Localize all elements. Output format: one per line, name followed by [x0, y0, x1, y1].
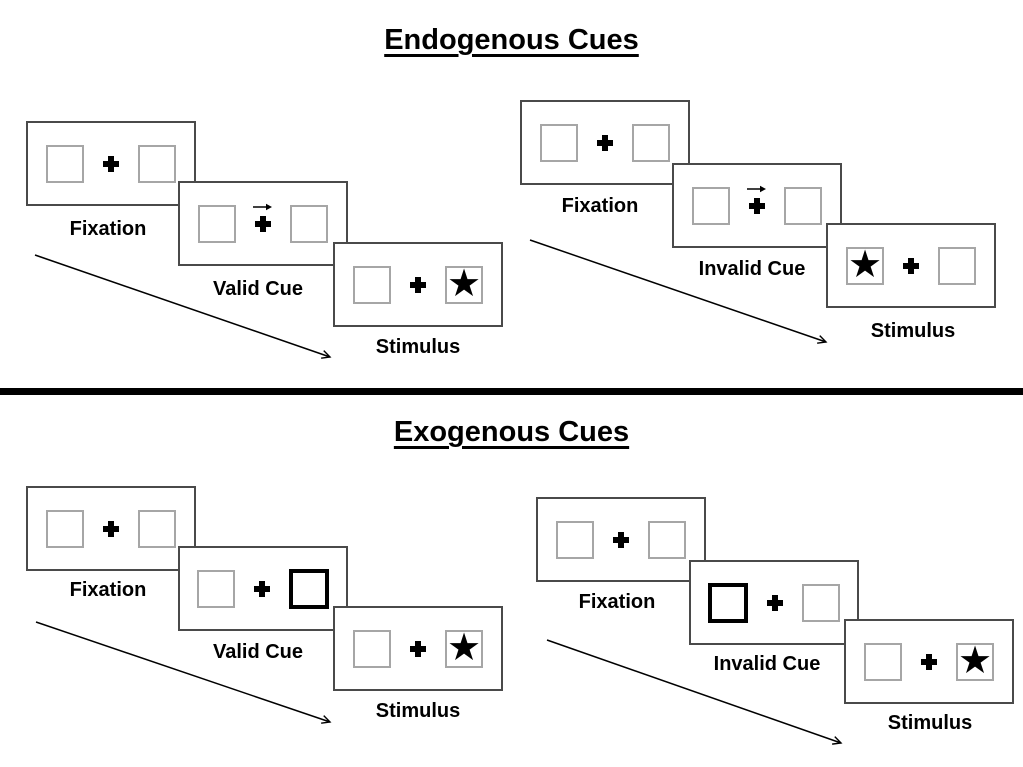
fixation-label: Fixation	[69, 218, 147, 240]
fixation-cross-icon	[613, 531, 629, 548]
right-placeholder-box	[784, 186, 822, 225]
right-placeholder-box	[138, 144, 176, 183]
left-placeholder-box	[353, 629, 391, 668]
fixation-cross-icon	[103, 155, 119, 172]
fixation-panel	[26, 486, 196, 571]
cue-label: Valid Cue	[212, 641, 304, 663]
fixation-cross-icon	[410, 640, 426, 657]
fixation-panel	[26, 121, 196, 206]
section-title-endogenous: Endogenous Cues	[0, 24, 1023, 57]
stimulus-panel: ★	[826, 223, 996, 308]
star-icon: ★	[446, 626, 482, 669]
stimulus-label: Stimulus	[375, 700, 461, 722]
fixation-cross-icon	[254, 580, 270, 597]
right-placeholder-box	[290, 204, 328, 243]
stimulus-label: Stimulus	[887, 712, 973, 734]
fixation-cross-icon	[410, 276, 426, 293]
section-divider	[0, 388, 1023, 395]
cue-label: Invalid Cue	[698, 258, 806, 280]
fixation-cross-icon	[903, 257, 919, 274]
fixation-label: Fixation	[578, 591, 656, 613]
cue-panel	[689, 560, 859, 645]
cue-label: Invalid Cue	[713, 653, 821, 675]
cue-label: Valid Cue	[212, 278, 304, 300]
star-icon: ★	[957, 639, 993, 682]
right-placeholder-box	[138, 509, 176, 548]
cue-panel	[672, 163, 842, 248]
fixation-cross-icon	[253, 203, 272, 232]
left-placeholder-box	[198, 204, 236, 243]
stimulus-panel: ★	[844, 619, 1014, 704]
cue-panel	[178, 546, 348, 631]
timeline-arrow-exogenous-valid	[35, 621, 332, 724]
left-placeholder-box	[540, 123, 578, 162]
left-placeholder-box	[556, 520, 594, 559]
timeline-arrow-endogenous-valid	[34, 254, 332, 359]
fixation-cross-icon	[597, 134, 613, 151]
section-title-exogenous: Exogenous Cues	[0, 416, 1023, 449]
left-placeholder-box	[864, 642, 902, 681]
fixation-cross-icon	[747, 185, 766, 214]
stimulus-panel: ★	[333, 242, 503, 327]
fixation-cross-icon	[921, 653, 937, 670]
highlighted-cue-box	[289, 568, 329, 609]
star-target-box: ★	[445, 262, 483, 305]
highlighted-cue-box	[708, 582, 748, 623]
star-target-box: ★	[846, 243, 884, 286]
right-placeholder-box	[938, 246, 976, 285]
star-icon: ★	[446, 262, 482, 305]
star-target-box: ★	[956, 639, 994, 682]
star-icon: ★	[847, 243, 883, 286]
stimulus-panel: ★	[333, 606, 503, 691]
right-placeholder-box	[648, 520, 686, 559]
left-placeholder-box	[692, 186, 730, 225]
fixation-cross-icon	[103, 520, 119, 537]
fixation-label: Fixation	[69, 579, 147, 601]
section-title-endogenous-text: Endogenous Cues	[384, 24, 639, 56]
right-placeholder-box	[632, 123, 670, 162]
right-placeholder-box	[802, 583, 840, 622]
right-arrow-cue-icon	[747, 185, 766, 192]
timeline-arrow-endogenous-invalid	[529, 239, 828, 344]
left-placeholder-box	[46, 144, 84, 183]
right-arrow-cue-icon	[253, 203, 272, 210]
fixation-label: Fixation	[561, 195, 639, 217]
section-title-exogenous-text: Exogenous Cues	[393, 416, 630, 448]
fixation-panel	[536, 497, 706, 582]
stimulus-label: Stimulus	[870, 320, 956, 342]
fixation-panel	[520, 100, 690, 185]
left-placeholder-box	[353, 265, 391, 304]
stimulus-label: Stimulus	[375, 336, 461, 358]
left-placeholder-box	[46, 509, 84, 548]
star-target-box: ★	[445, 626, 483, 669]
cue-panel	[178, 181, 348, 266]
left-placeholder-box	[197, 569, 235, 608]
fixation-cross-icon	[767, 594, 783, 611]
